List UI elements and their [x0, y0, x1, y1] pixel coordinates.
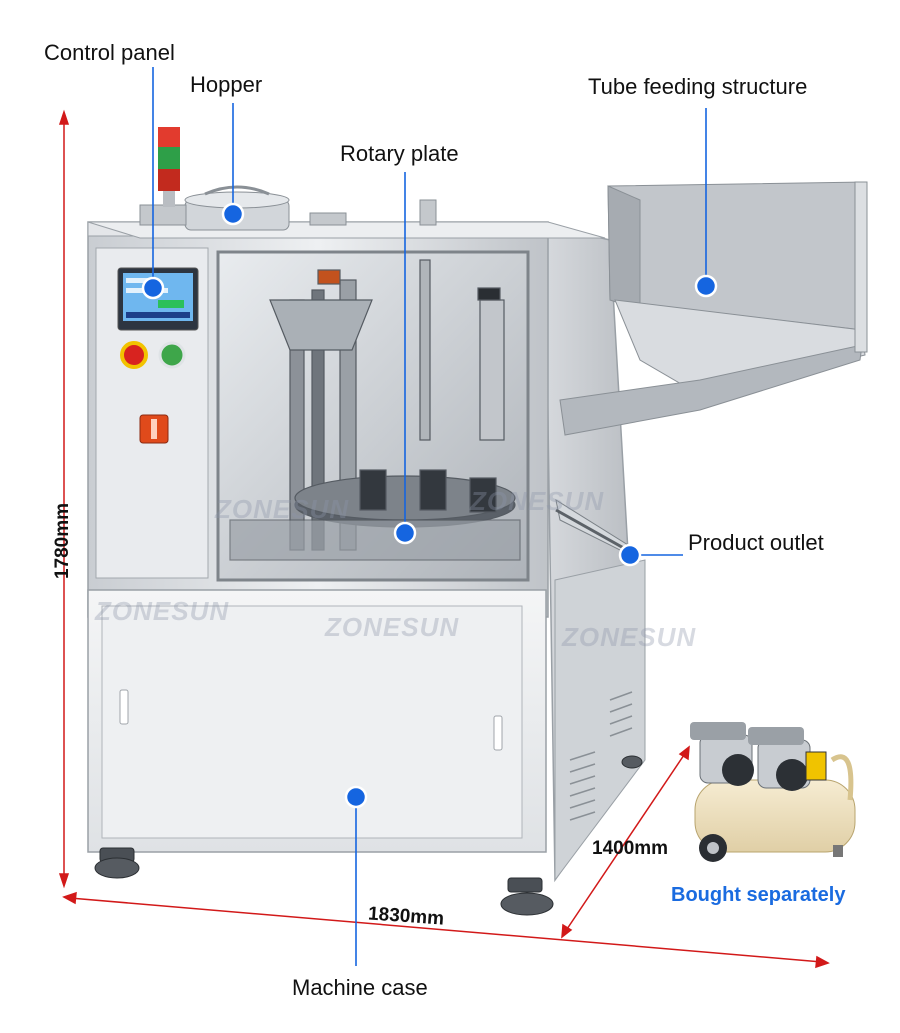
start-button — [158, 341, 186, 369]
control-panel-dot — [141, 276, 165, 300]
watermark: ZONESUN — [325, 612, 460, 642]
side-vents — [569, 691, 633, 821]
casters — [94, 755, 643, 916]
tower-light — [158, 127, 180, 147]
watermark: ZONESUN — [95, 596, 230, 626]
product-outlet-label: Product outlet — [688, 530, 824, 555]
tube-feeding-dot — [694, 274, 718, 298]
rotary-plate-dot — [393, 521, 417, 545]
tube-feeding-tray — [559, 181, 868, 436]
callout-lines — [152, 67, 707, 966]
hopper-label: Hopper — [190, 72, 263, 97]
depth-dimension-label: 1400mm — [592, 838, 669, 859]
dimension-arrows — [58, 109, 830, 969]
bought-separately-note: Bought separately — [671, 884, 846, 906]
machine-case-label: Machine case — [292, 975, 428, 1000]
control-panel-label: Control panel — [44, 40, 175, 65]
hopper-dot — [221, 202, 245, 226]
watermark: ZONESUN — [470, 486, 605, 516]
machine-case-dot — [344, 785, 368, 809]
watermark: ZONESUN — [215, 494, 350, 524]
tube-feeding-label: Tube feeding structure — [588, 74, 808, 99]
height-dimension-label: 1780mm — [52, 502, 73, 580]
rotary-plate-label: Rotary plate — [340, 141, 459, 166]
callout-dots — [141, 202, 718, 809]
product-outlet-dot — [618, 543, 642, 567]
watermark: ZONESUN — [562, 622, 697, 652]
emergency-stop-button — [120, 341, 148, 369]
air-compressor-image — [690, 722, 856, 862]
